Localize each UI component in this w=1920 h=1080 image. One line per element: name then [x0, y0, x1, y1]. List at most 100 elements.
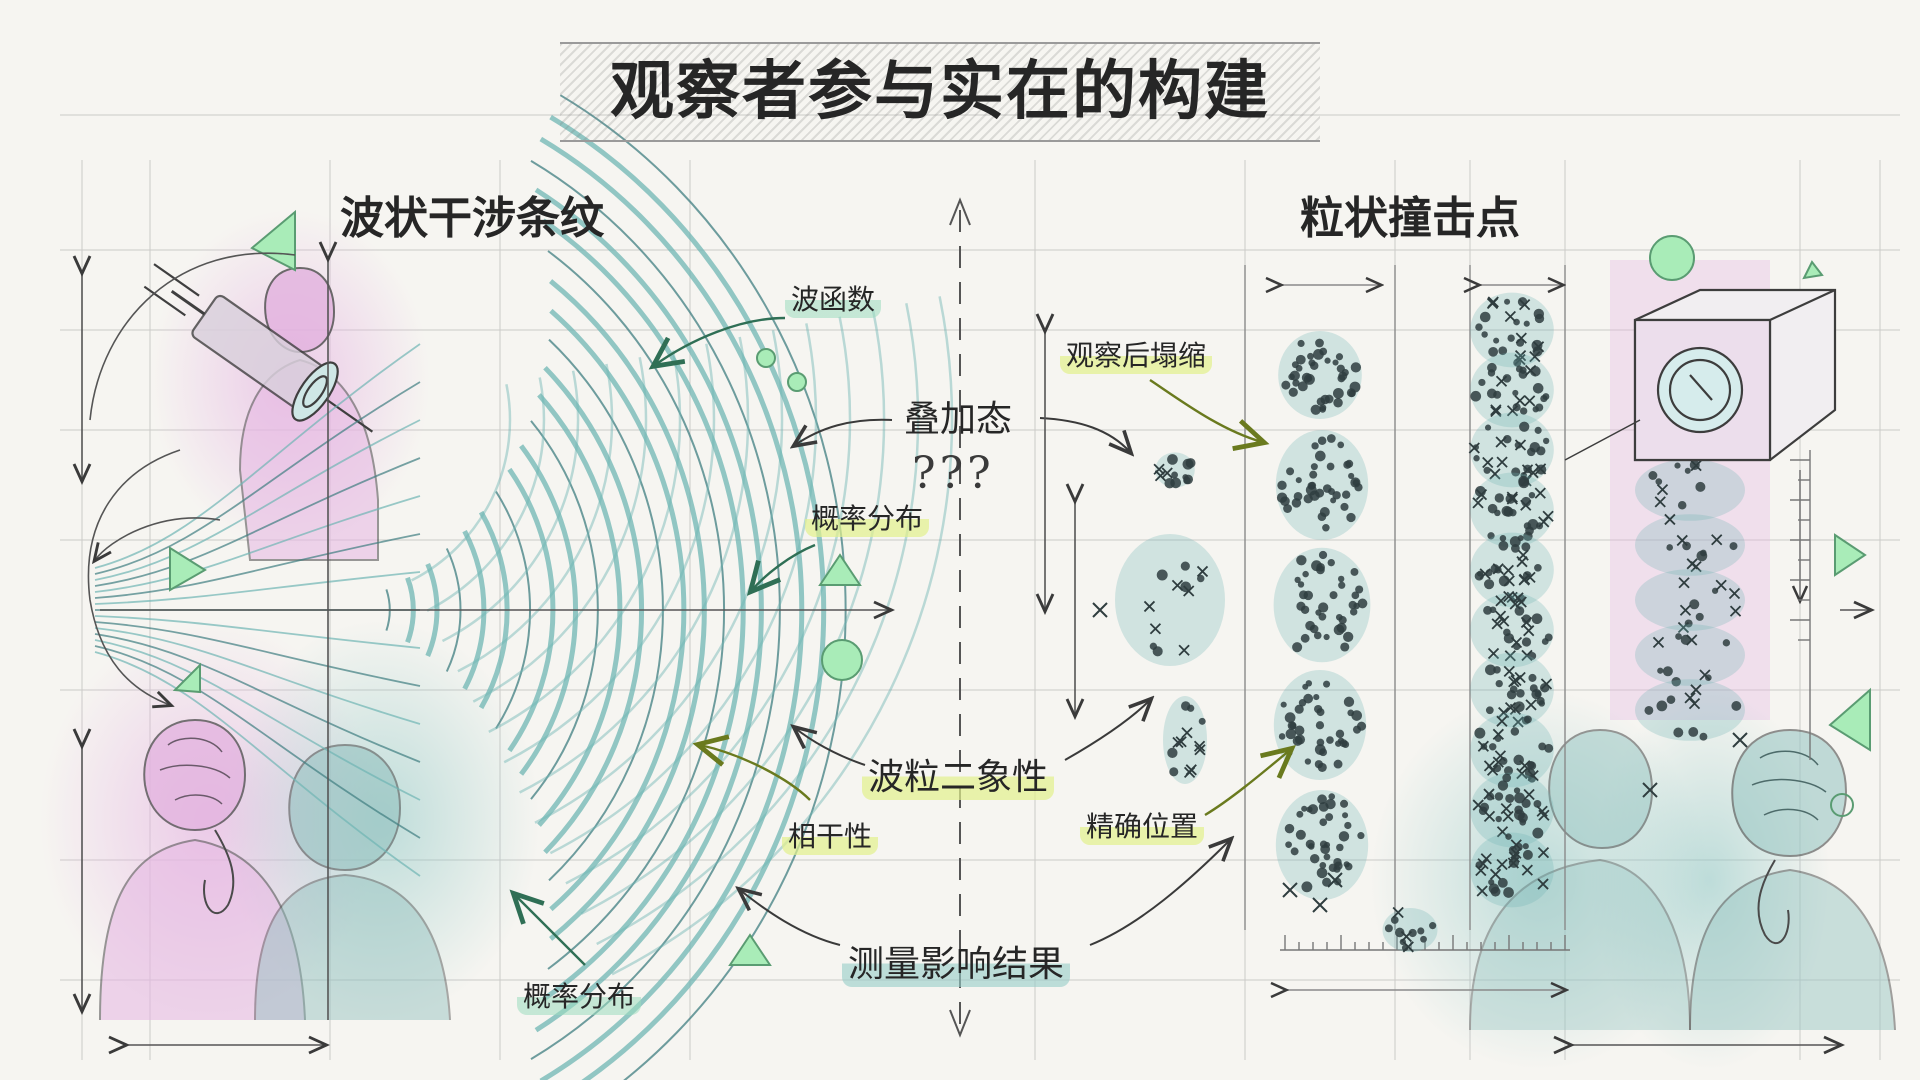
impact-dot [1167, 454, 1178, 465]
impact-dot [1524, 715, 1532, 724]
triangle-icon [818, 553, 862, 586]
impact-dot [1521, 542, 1531, 552]
impact-dot [1473, 455, 1480, 462]
impact-dot [1498, 346, 1508, 356]
impact-dot [1729, 542, 1738, 551]
impact-dot [1483, 579, 1495, 590]
wave-beam-line [94, 533, 421, 599]
impact-dot [1303, 494, 1313, 504]
impact-dot [1356, 721, 1367, 731]
impact-dot [1512, 403, 1521, 412]
impact-dot [1324, 357, 1331, 364]
impact-dot [1315, 338, 1324, 348]
impact-dot [1516, 338, 1525, 347]
impact-dot [1677, 500, 1687, 510]
impact-cross [1529, 350, 1541, 363]
impact-dot [1291, 498, 1302, 508]
impact-dot [1336, 364, 1345, 373]
wave-arc [457, 363, 614, 673]
impact-cross [1502, 564, 1514, 577]
impact-dot [1314, 450, 1326, 462]
impact-dot [1342, 490, 1351, 499]
impact-dot [1494, 493, 1504, 503]
impact-dot [1489, 743, 1497, 751]
impact-cross [1494, 610, 1507, 622]
impact-cross [1492, 728, 1504, 740]
impact-dot [1671, 677, 1681, 687]
impact-dot [1499, 535, 1507, 542]
impact-cross [1534, 487, 1546, 499]
impact-dot [1485, 569, 1493, 577]
impact-dot [1346, 512, 1356, 523]
wave-arc [611, 296, 954, 976]
impact-cross [1518, 573, 1531, 585]
impact-dot [1319, 818, 1328, 827]
impact-dot [1317, 512, 1327, 521]
label-wave-function: 波函数 [785, 278, 882, 318]
impact-dot [1479, 802, 1490, 812]
impact-dot [1513, 787, 1521, 794]
impact-cross [1480, 853, 1492, 865]
impact-cross [1143, 600, 1156, 613]
impact-dot [1656, 700, 1668, 712]
impact-cross [1498, 706, 1510, 719]
impact-dot [1532, 406, 1539, 413]
impact-dot [1180, 581, 1192, 593]
impact-dot [1326, 434, 1336, 443]
impact-cross [1196, 565, 1209, 578]
impact-dot [1493, 337, 1500, 344]
label-wave-particle-duality: 波粒二象性 [862, 748, 1055, 800]
impact-dot [1337, 575, 1345, 583]
impact-dot [1315, 721, 1325, 730]
impact-cross [1711, 534, 1723, 546]
impact-cross [1540, 678, 1553, 690]
impact-dot [1340, 799, 1349, 808]
impact-dot [1352, 479, 1360, 486]
impact-dot [1198, 717, 1206, 725]
impact-dot [1513, 853, 1520, 861]
impact-dot [1182, 458, 1194, 470]
wave-beam-line [94, 645, 421, 839]
impact-dot [1517, 297, 1528, 307]
impact-cross [1525, 699, 1537, 711]
impact-dot [1332, 491, 1341, 500]
impact-dot [1530, 366, 1541, 377]
impact-dot [1318, 612, 1327, 621]
impact-dot [1657, 667, 1664, 674]
impact-dot [1495, 815, 1502, 823]
decorative-shapes [169, 209, 1871, 966]
impact-cross [1495, 595, 1507, 607]
impact-cross [1504, 310, 1516, 323]
impact-dot [1514, 809, 1525, 821]
impact-dot [1325, 813, 1334, 822]
connector-arrows [740, 417, 1230, 946]
impact-dot [1514, 792, 1525, 804]
dimension-lines [82, 253, 1870, 1045]
impact-cross [1688, 698, 1701, 710]
impact-cross [1524, 395, 1536, 407]
impact-dot [1285, 728, 1296, 740]
impact-cluster-wash [1163, 696, 1207, 784]
impact-cross [1656, 483, 1669, 496]
impact-dot [1294, 725, 1305, 736]
impact-cross [1523, 625, 1535, 637]
impact-dot [1522, 843, 1529, 850]
impact-dot [1329, 591, 1338, 600]
impact-dot [1327, 558, 1335, 567]
impact-dot [1289, 370, 1300, 381]
impact-dot [1522, 849, 1533, 860]
wave-beam-line [94, 457, 421, 587]
impact-dot [1288, 387, 1298, 397]
impact-dot [1519, 366, 1527, 374]
impact-dot [1343, 696, 1355, 708]
impact-dot [1357, 598, 1368, 609]
impact-dot [1514, 441, 1522, 449]
impact-dot [1317, 762, 1327, 772]
impact-dot [1536, 464, 1547, 475]
impact-cross [1402, 941, 1414, 953]
impact-dot [1156, 569, 1168, 581]
wave-arc [441, 370, 580, 643]
impact-dot [1287, 721, 1297, 731]
impact-cross [1492, 563, 1504, 575]
impact-cluster-wash [1635, 679, 1745, 741]
